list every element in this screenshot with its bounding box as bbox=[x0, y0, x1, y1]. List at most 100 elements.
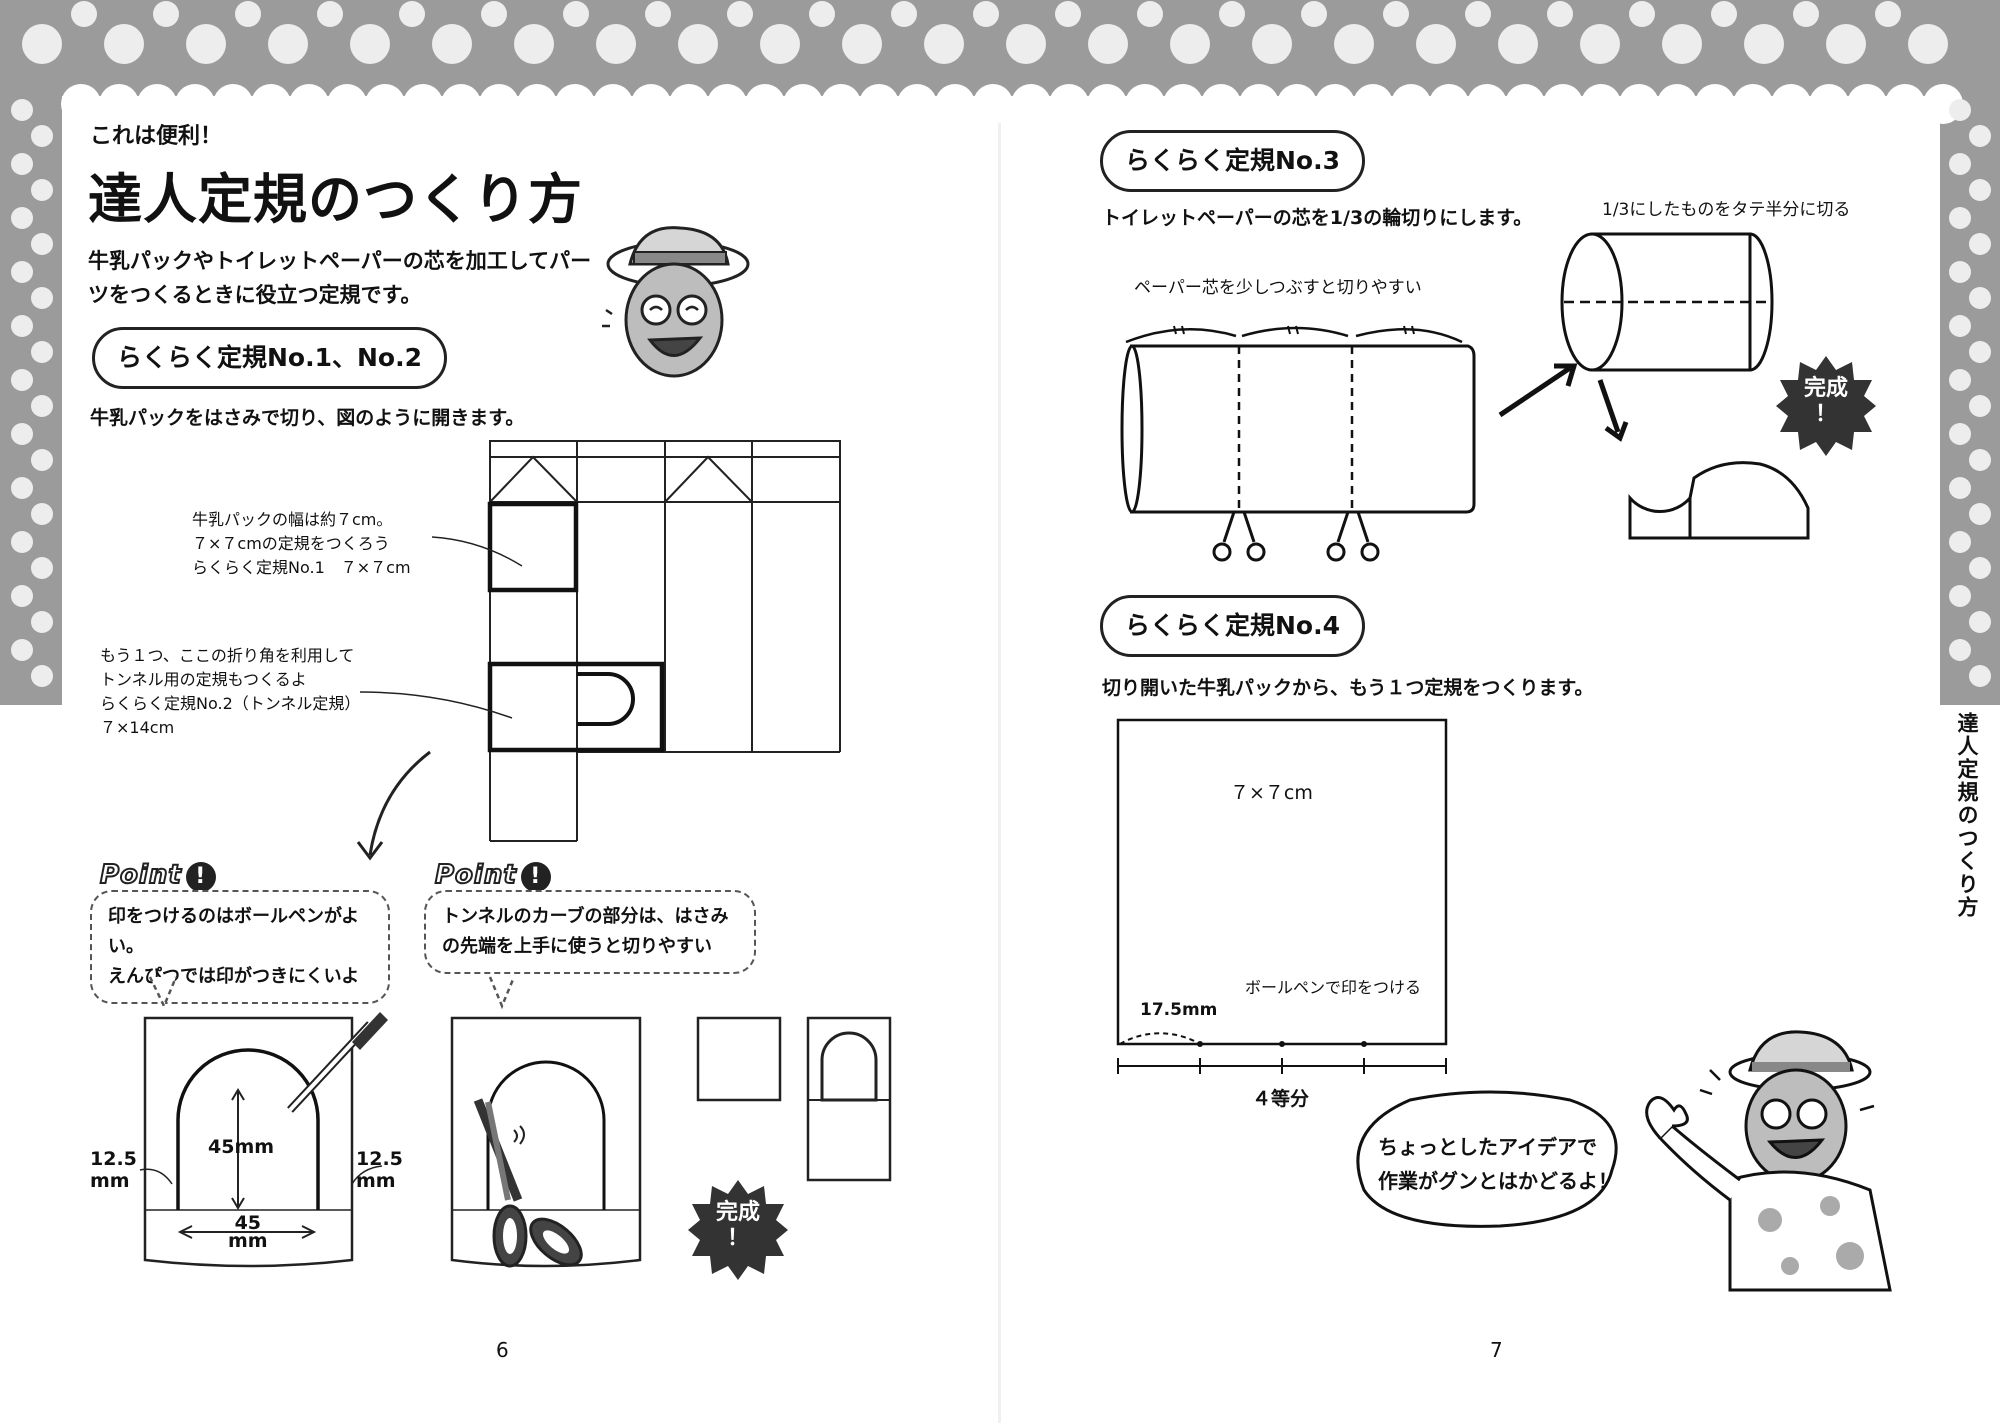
point-badge-1: Point! bbox=[99, 859, 216, 892]
polka-dot bbox=[809, 1, 835, 27]
scallop bbox=[1505, 84, 1545, 124]
dim-45mm-width: 45 mm bbox=[228, 1212, 268, 1252]
note-no2-tunnel: もう１つ、ここの折り角を利用して トンネル用の定規もつくるよ らくらく定規No.… bbox=[100, 646, 361, 737]
polka-dot bbox=[268, 24, 308, 64]
polka-dot bbox=[153, 1, 179, 27]
polka-dot bbox=[563, 1, 589, 27]
polka-dot bbox=[31, 665, 53, 687]
scallop bbox=[137, 84, 177, 124]
roll-split-diagram bbox=[1498, 232, 1810, 540]
polka-dot bbox=[1949, 531, 1971, 553]
intro-text: 牛乳パックやトイレットペーパーの芯を加工してパーツをつくるときに役立つ定規です。 bbox=[88, 249, 592, 307]
polka-dot bbox=[11, 585, 33, 607]
polka-dot bbox=[104, 24, 144, 64]
polka-dot bbox=[727, 1, 753, 27]
polka-dot bbox=[31, 611, 53, 633]
scissors-icon bbox=[1212, 511, 1266, 562]
done-badge-left bbox=[688, 1180, 788, 1280]
polka-dot bbox=[1498, 24, 1538, 64]
scallop bbox=[1277, 84, 1317, 124]
polka-dot bbox=[1969, 179, 1991, 201]
scallop bbox=[1543, 84, 1583, 124]
scallop bbox=[517, 84, 557, 124]
polka-dot bbox=[1949, 639, 1971, 661]
character-speech-text: ちょっとしたアイデアで 作業がグンとはかどるよ！ bbox=[1378, 1135, 1618, 1193]
polka-dot bbox=[645, 1, 671, 27]
polka-dot bbox=[235, 1, 261, 27]
polka-dot bbox=[514, 24, 554, 64]
milk-carton-unfolded-diagram bbox=[487, 440, 841, 842]
character-head-illustration bbox=[602, 226, 750, 378]
polka-dot bbox=[31, 233, 53, 255]
done-badge-right bbox=[1776, 356, 1876, 456]
no4-quarters-label: ４等分 bbox=[1252, 1088, 1310, 1110]
scallop bbox=[631, 84, 671, 124]
note-no1-size: 牛乳パックの幅は約７cm。 ７×７cmの定規をつくろう らくらく定規No.1 ７… bbox=[192, 510, 411, 577]
section-heading-no1-no2: らくらく定規No.1、No.2 bbox=[92, 327, 447, 389]
scallop bbox=[1733, 84, 1773, 124]
scallop bbox=[1771, 84, 1811, 124]
polka-dot bbox=[1793, 1, 1819, 27]
polka-dot bbox=[11, 423, 33, 445]
no4-radius-label: 17.5mm bbox=[1140, 1000, 1218, 1020]
scallop bbox=[973, 84, 1013, 124]
polka-dot bbox=[1088, 24, 1128, 64]
polka-dot bbox=[1137, 1, 1163, 27]
polka-dot bbox=[1949, 585, 1971, 607]
polka-dot bbox=[399, 1, 425, 27]
point-badge-2: Point! bbox=[434, 859, 551, 892]
scallop bbox=[1429, 84, 1469, 124]
scallop bbox=[1163, 84, 1203, 124]
scallop bbox=[859, 84, 899, 124]
scallop bbox=[1885, 84, 1925, 124]
polka-dot bbox=[11, 99, 33, 121]
section3-split-tip: 1/3にしたものをタテ半分に切る bbox=[1602, 200, 1851, 220]
polka-dot bbox=[31, 395, 53, 417]
scallop bbox=[1847, 84, 1887, 124]
scallop bbox=[327, 84, 367, 124]
scallop bbox=[1467, 84, 1507, 124]
vertical-running-title: 達人定規のつくり方 bbox=[1955, 712, 1979, 919]
section3-instruction: トイレットペーパーの芯を1/3の輪切りにします。 bbox=[1102, 207, 1533, 229]
scallop bbox=[1125, 84, 1165, 124]
polka-dot bbox=[11, 261, 33, 283]
point-label-2: Point bbox=[434, 859, 517, 891]
polka-dot bbox=[1908, 24, 1948, 64]
section-heading-no3: らくらく定規No.3 bbox=[1100, 130, 1365, 192]
polka-dot bbox=[1969, 233, 1991, 255]
polka-dot bbox=[1969, 557, 1991, 579]
scallop bbox=[821, 84, 861, 124]
book-gutter bbox=[998, 100, 1001, 1423]
polka-dot bbox=[973, 1, 999, 27]
polka-dot bbox=[1170, 24, 1210, 64]
scallop bbox=[1695, 84, 1735, 124]
polka-dot bbox=[1334, 24, 1374, 64]
polka-dot bbox=[842, 24, 882, 64]
polka-dot bbox=[1969, 341, 1991, 363]
scallop bbox=[555, 84, 595, 124]
scallop bbox=[1809, 84, 1849, 124]
polka-dot bbox=[1969, 287, 1991, 309]
tunnel-marking-illustration bbox=[139, 1012, 388, 1268]
section3-crush-tip: ペーパー芯を少しつぶすと切りやすい bbox=[1134, 278, 1422, 298]
polka-dot bbox=[22, 24, 62, 64]
pretitle: これは便利！ bbox=[90, 124, 223, 149]
scallop bbox=[593, 84, 633, 124]
scallop bbox=[1049, 84, 1089, 124]
scallop bbox=[479, 84, 519, 124]
scallop bbox=[783, 84, 823, 124]
scissors-cutting-illustration bbox=[450, 1016, 642, 1268]
leader-lines bbox=[356, 536, 523, 861]
polka-dot bbox=[1383, 1, 1409, 27]
point-bubble-2: トンネルのカーブの部分は、はさみ の先端を上手に使うと切りやすい bbox=[424, 890, 756, 974]
character-pointing-illustration bbox=[1645, 1030, 1892, 1292]
polka-dot bbox=[481, 1, 507, 27]
polka-dot bbox=[1744, 24, 1784, 64]
scallop bbox=[99, 84, 139, 124]
polka-dot bbox=[1711, 1, 1737, 27]
polka-dot bbox=[317, 1, 343, 27]
polka-dot bbox=[1949, 261, 1971, 283]
polka-dot bbox=[31, 287, 53, 309]
polka-dot bbox=[1662, 24, 1702, 64]
scallop bbox=[1201, 84, 1241, 124]
